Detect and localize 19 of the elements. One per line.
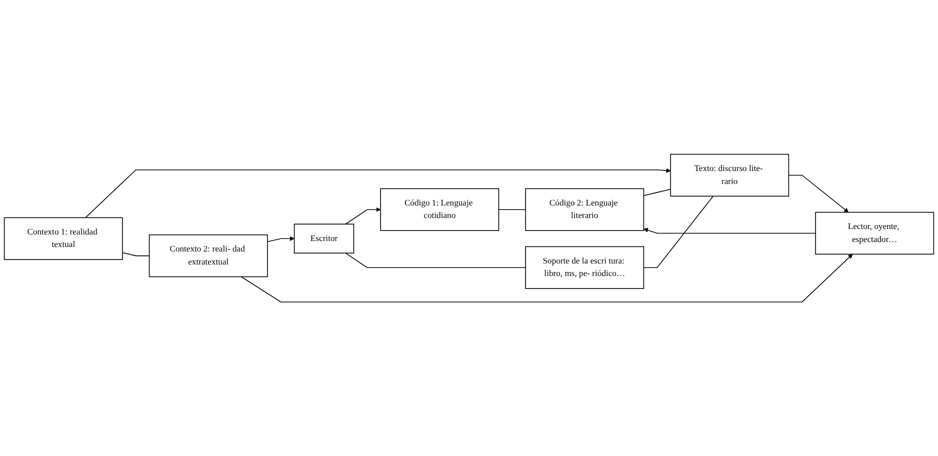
arrow bbox=[345, 207, 381, 224]
node-box: Soporte de la escri tura: libro, ms, pe- riódico… bbox=[525, 246, 644, 289]
node-box: Escritor bbox=[294, 224, 354, 254]
arrow bbox=[85, 168, 671, 218]
node-box: Texto: discurso lite- rario bbox=[670, 154, 790, 196]
connector bbox=[345, 252, 526, 268]
connector bbox=[122, 252, 150, 256]
node-box: Código 2: Lenguaje literario bbox=[525, 188, 644, 231]
connector bbox=[643, 188, 671, 196]
node-box: Lector, oyente, espectador… bbox=[815, 212, 934, 254]
arrow bbox=[267, 236, 295, 242]
node-box: Código 1: Lenguaje cotidiano bbox=[380, 188, 500, 231]
node-box: Contexto 1: realidad textual bbox=[4, 217, 123, 260]
connector bbox=[643, 196, 714, 268]
node-box: Contexto 2: reali- dad extratextual bbox=[148, 234, 268, 277]
arrow bbox=[643, 228, 816, 234]
arrow bbox=[788, 174, 849, 212]
connector bbox=[498, 209, 526, 210]
arrow bbox=[240, 254, 853, 302]
